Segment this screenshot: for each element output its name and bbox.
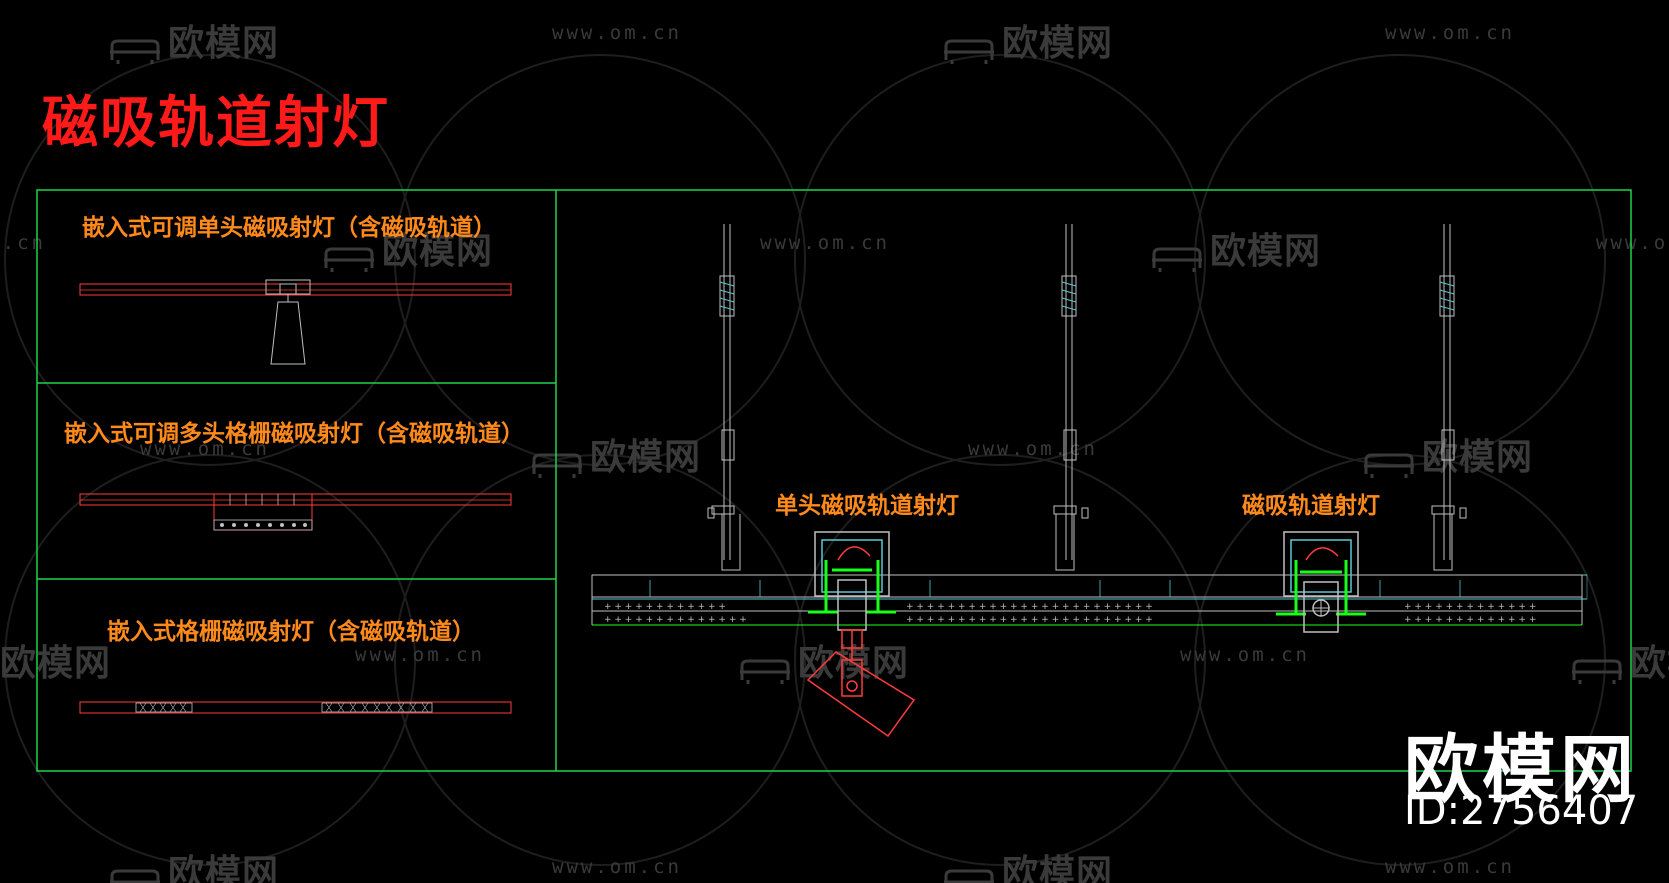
watermark-logo: 欧模网 <box>322 222 493 274</box>
panel-label-grille: 嵌入式格栅磁吸射灯（含磁吸轨道） <box>107 619 475 645</box>
sofa-icon <box>1362 446 1416 478</box>
page-title: 磁吸轨道射灯 <box>42 91 390 156</box>
sofa-icon <box>108 32 162 64</box>
watermark-url: www.om.cn <box>760 232 890 254</box>
watermark-url: www.om.cn <box>0 232 46 254</box>
sofa-icon <box>942 862 996 883</box>
sofa-icon <box>322 240 376 272</box>
svg-text:+ + + + + + + + + + + + + + +: + + + + + + + + + + + + + + + + + + + + … <box>906 615 1153 625</box>
model-id: ID:2756407 <box>1404 788 1639 834</box>
sofa-icon <box>530 446 584 478</box>
watermark-logo: 欧模网 <box>1362 428 1533 480</box>
svg-text:+ + + + + + + + + + + + +: + + + + + + + + + + + + + <box>1404 615 1536 625</box>
watermark-url: www.om.cn <box>968 438 1098 460</box>
single-head-light-plan <box>79 279 512 365</box>
watermark-url: www.om.cn <box>140 438 270 460</box>
svg-text:+ + + + + + + + + + + + +: + + + + + + + + + + + + + <box>1404 602 1536 612</box>
watermark-logo: 欧模网 <box>108 844 279 883</box>
panel-label-single-head: 嵌入式可调单头磁吸射灯（含磁吸轨道） <box>82 215 496 241</box>
ceiling-hangers <box>707 224 1467 571</box>
panel-label-multi-head: 嵌入式可调多头格栅磁吸射灯（含磁吸轨道） <box>64 421 524 447</box>
watermark-logo: 欧模网 <box>530 428 701 480</box>
grille-light-plan <box>79 701 512 714</box>
brand-logo: 欧模网 <box>1404 727 1638 813</box>
watermark-url: www.om.cn <box>552 856 682 878</box>
ceiling-board-section: + + + + + + + + + + + + + + + + + + + + … <box>591 574 1588 626</box>
sofa-icon <box>108 862 162 883</box>
watermark-logo: 欧模网 <box>942 14 1113 66</box>
svg-text:+ + + + + + + + + + + + + + +: + + + + + + + + + + + + + + + + + + + + … <box>906 602 1153 612</box>
svg-text:+ + + + + + + + + + + + + +: + + + + + + + + + + + + + + <box>604 615 747 625</box>
multi-head-grille-plan <box>79 493 512 531</box>
section-label-track-light: 磁吸轨道射灯 <box>1242 493 1380 519</box>
watermark-logo: 欧模网 <box>942 844 1113 883</box>
sofa-icon <box>942 32 996 64</box>
watermark-logo: 欧模网 <box>0 643 112 684</box>
watermark-logo: 欧模网 <box>1570 634 1669 686</box>
frame-lines <box>36 189 1632 772</box>
watermark-logo: 欧模网 <box>1150 222 1321 274</box>
sofa-icon <box>1570 652 1624 684</box>
watermark-url: www.om.cn <box>1385 856 1515 878</box>
watermark-url: www.om.cn <box>1180 644 1310 666</box>
sofa-icon <box>1150 240 1204 272</box>
watermark-url: www.om.cn <box>1385 22 1515 44</box>
single-head-fixture-section <box>806 531 916 738</box>
sofa-icon <box>738 652 792 684</box>
watermark-url: www.om.cn <box>1596 232 1669 254</box>
track-light-fixture-section <box>1276 531 1366 633</box>
watermark-logo: 欧模网 <box>738 634 909 686</box>
section-label-single-head: 单头磁吸轨道射灯 <box>775 493 959 519</box>
watermark-url: www.om.cn <box>552 22 682 44</box>
svg-text:+ + + + + + + + + + + +: + + + + + + + + + + + + <box>604 602 726 612</box>
watermark-url: www.om.cn <box>355 644 485 666</box>
watermark-logo: 欧模网 <box>108 14 279 66</box>
